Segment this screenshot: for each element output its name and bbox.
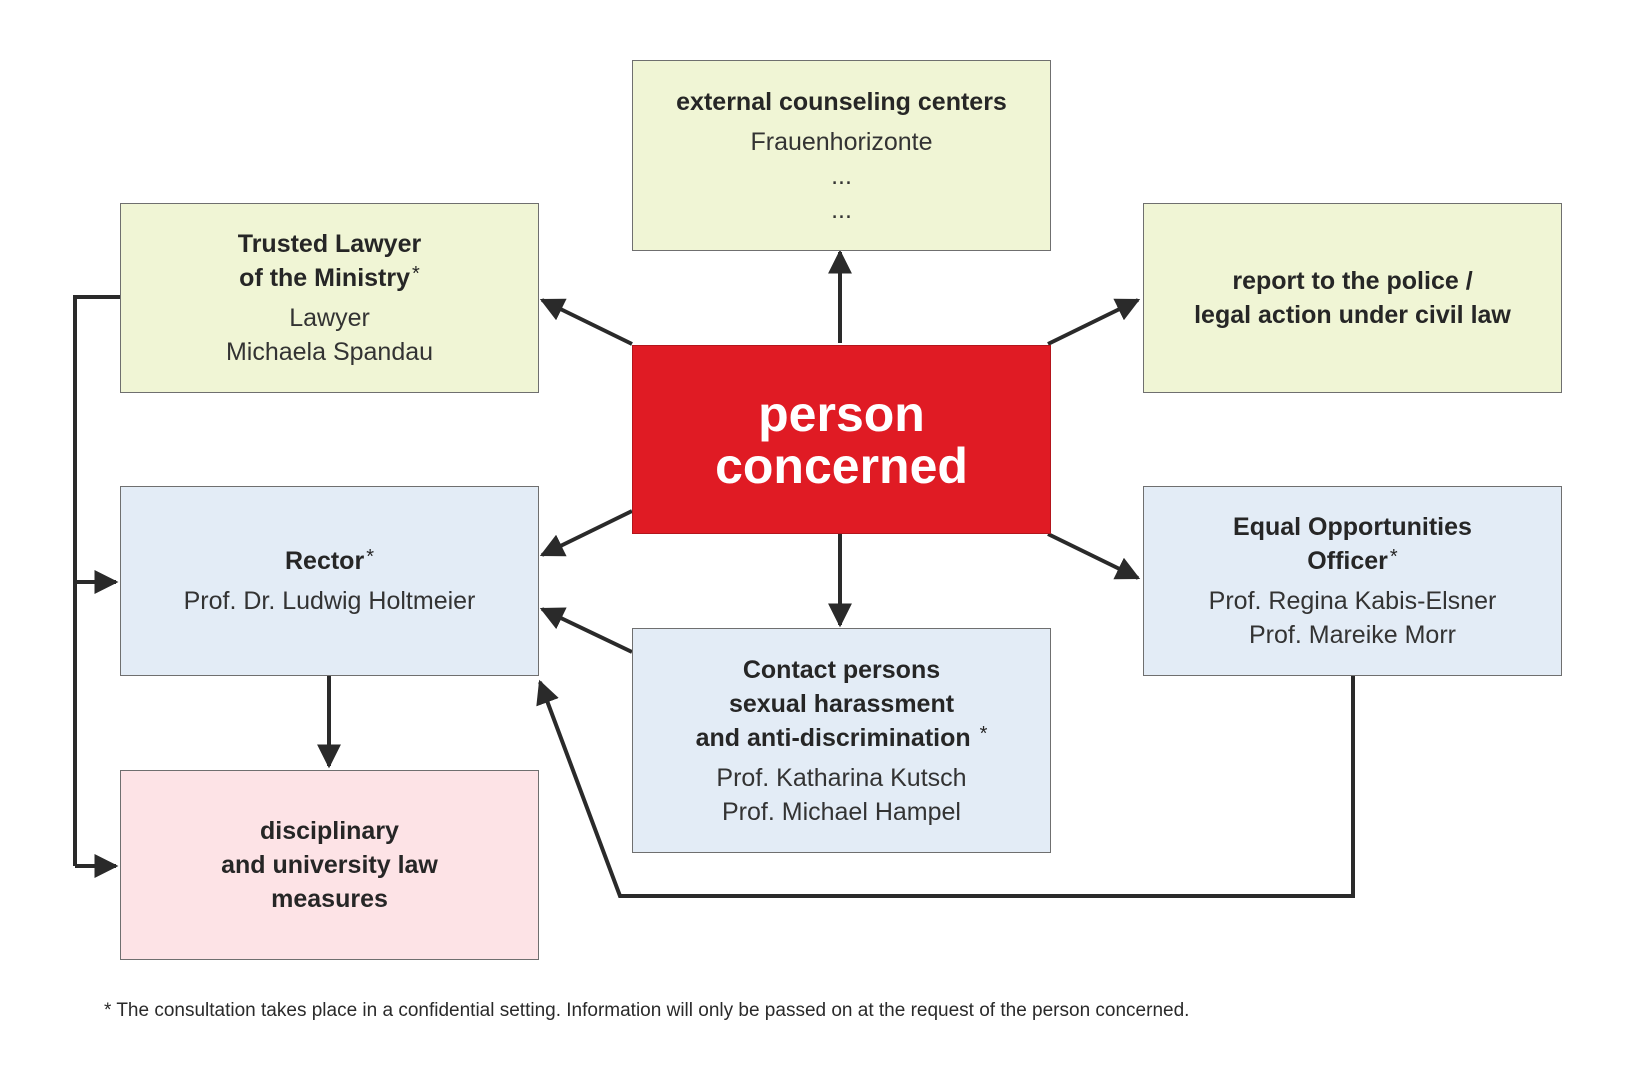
rector-box: Rector* Prof. Dr. Ludwig Holtmeier	[120, 486, 539, 676]
line-lawyer-bracket	[73, 295, 120, 866]
center-line1: person	[758, 385, 925, 442]
lawyer-title-line1: Trusted Lawyer	[237, 230, 422, 258]
equal-name1: Prof. Regina Kabis-Elsner	[1208, 587, 1497, 615]
footnote: * The consultation takes place in a conf…	[104, 1000, 1190, 1021]
lawyer-role: Lawyer	[289, 304, 370, 332]
disciplinary-line1: disciplinary	[260, 817, 399, 845]
contact-title-text: and anti-discrimination	[695, 723, 971, 752]
arrow-contact-to-rector	[539, 607, 633, 654]
arrow-center-to-rector	[539, 509, 633, 557]
center-line2: concerned	[715, 437, 968, 494]
equal-opportunities-box: Equal Opportunities Officer* Prof. Regin…	[1143, 486, 1562, 676]
lawyer-title-text: of the Ministry	[239, 264, 411, 292]
contact-name2: Prof. Michael Hampel	[722, 797, 961, 826]
external-item-1: Frauenhorizonte	[750, 127, 933, 156]
arrow-equal-to-rector	[536, 676, 1355, 898]
police-line1: report to the police /	[1232, 267, 1473, 295]
police-line2: legal action under civil law	[1194, 301, 1511, 329]
contact-title-line3: and anti-discrimination *	[696, 721, 988, 755]
arrow-center-to-equal	[1047, 532, 1141, 580]
contact-title-line1: Contact persons	[742, 655, 941, 684]
equal-title-line2: Officer*	[1307, 544, 1397, 578]
external-counseling-title: external counseling centers	[676, 87, 1007, 116]
external-item-3: ...	[831, 195, 852, 224]
equal-name2: Prof. Mareike Morr	[1249, 621, 1456, 649]
trusted-lawyer-box: Trusted Lawyer of the Ministry* Lawyer M…	[120, 203, 539, 393]
disciplinary-line3: measures	[271, 885, 388, 913]
police-box: report to the police / legal action unde…	[1143, 203, 1562, 393]
contact-name1: Prof. Katharina Kutsch	[716, 763, 967, 792]
person-concerned-box: person concerned	[632, 345, 1051, 534]
external-item-2: ...	[831, 161, 852, 190]
rector-title-text: Rector	[285, 547, 365, 575]
rector-name: Prof. Dr. Ludwig Holtmeier	[183, 587, 476, 615]
rector-asterisk: *	[366, 546, 374, 568]
contact-asterisk: *	[979, 722, 988, 745]
rector-title: Rector*	[285, 544, 374, 578]
equal-title-text: Officer	[1307, 547, 1388, 575]
lawyer-title-line2: of the Ministry*	[239, 261, 420, 295]
disciplinary-line2: and university law	[221, 851, 438, 879]
external-counseling-box: external counseling centers Frauenhorizo…	[632, 60, 1051, 251]
arrow-center-to-police	[1047, 298, 1141, 346]
contact-title-line2: sexual harassment	[728, 689, 955, 718]
lawyer-asterisk: *	[412, 263, 420, 285]
equal-asterisk: *	[1389, 546, 1398, 568]
contact-persons-box: Contact persons sexual harassment and an…	[632, 628, 1051, 853]
disciplinary-box: disciplinary and university law measures	[120, 770, 539, 960]
equal-title-line1: Equal Opportunities	[1233, 513, 1472, 541]
lawyer-name: Michaela Spandau	[225, 338, 434, 366]
arrow-center-to-lawyer	[539, 298, 633, 346]
